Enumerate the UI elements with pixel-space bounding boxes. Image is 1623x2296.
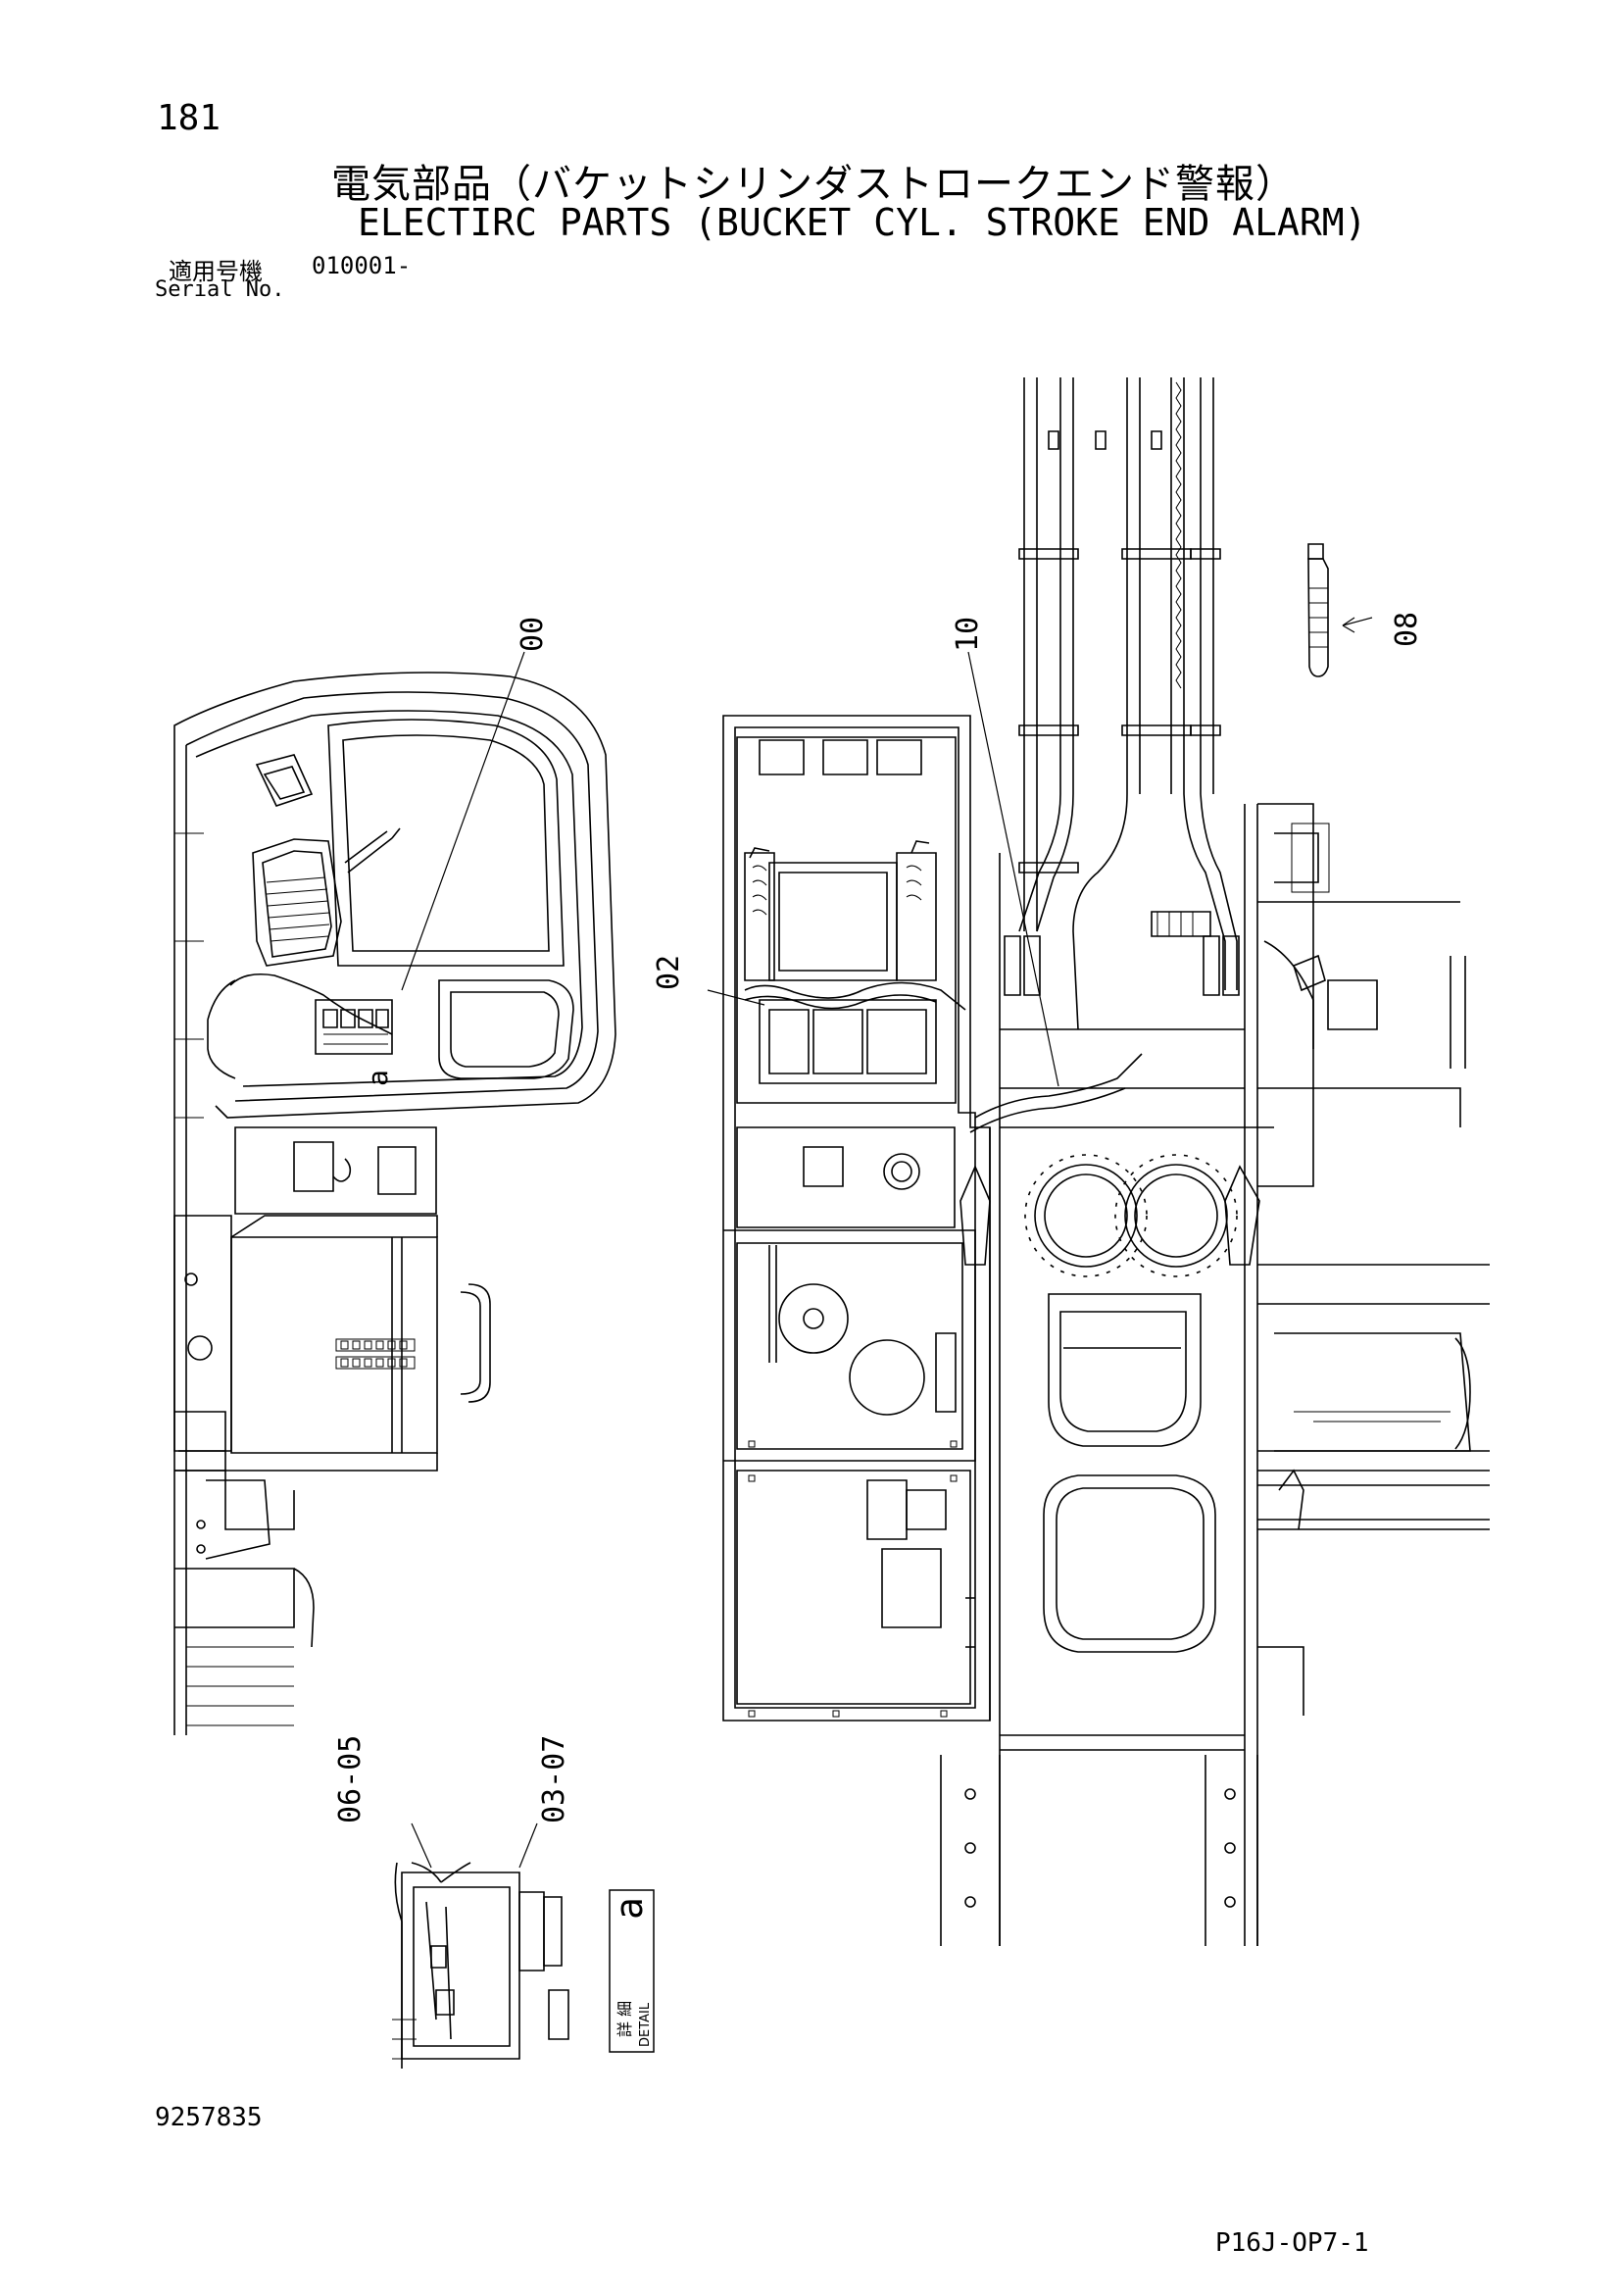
callout-10: 10	[951, 617, 985, 652]
cab-assembly	[174, 652, 615, 1735]
serial-value: 010001-	[312, 252, 412, 279]
callout-06-05: 06-05	[333, 1735, 368, 1823]
center-frame	[708, 716, 990, 1721]
document-number: 9257835	[155, 2103, 263, 2132]
right-frame	[941, 377, 1490, 1946]
title-english: ELECTIRC PARTS (BUCKET CYL. STROKE END A…	[358, 201, 1367, 244]
detail-ref-a-left: a	[362, 1070, 394, 1086]
detail-ref-a-box: a	[608, 1897, 651, 1920]
callout-02: 02	[652, 955, 686, 990]
detail-a-inset	[392, 1823, 654, 2069]
page-number: 181	[157, 98, 221, 138]
drawing-code: P16J-OP7-1	[1215, 2228, 1369, 2258]
serial-label-japanese: 適用号機	[169, 258, 263, 285]
left-deck	[174, 1127, 490, 1529]
serial-label-english: Serial No.	[155, 277, 285, 302]
callout-00: 00	[516, 617, 550, 652]
callout-08: 08	[1390, 612, 1424, 647]
callout-03-07: 03-07	[537, 1735, 571, 1823]
detail-label-en: DETAIL	[638, 2002, 653, 2047]
detail-label-jp: 詳 細	[615, 2001, 634, 2037]
title-japanese: 電気部品（バケットシリンダストロークエンド警報）	[331, 162, 1296, 207]
